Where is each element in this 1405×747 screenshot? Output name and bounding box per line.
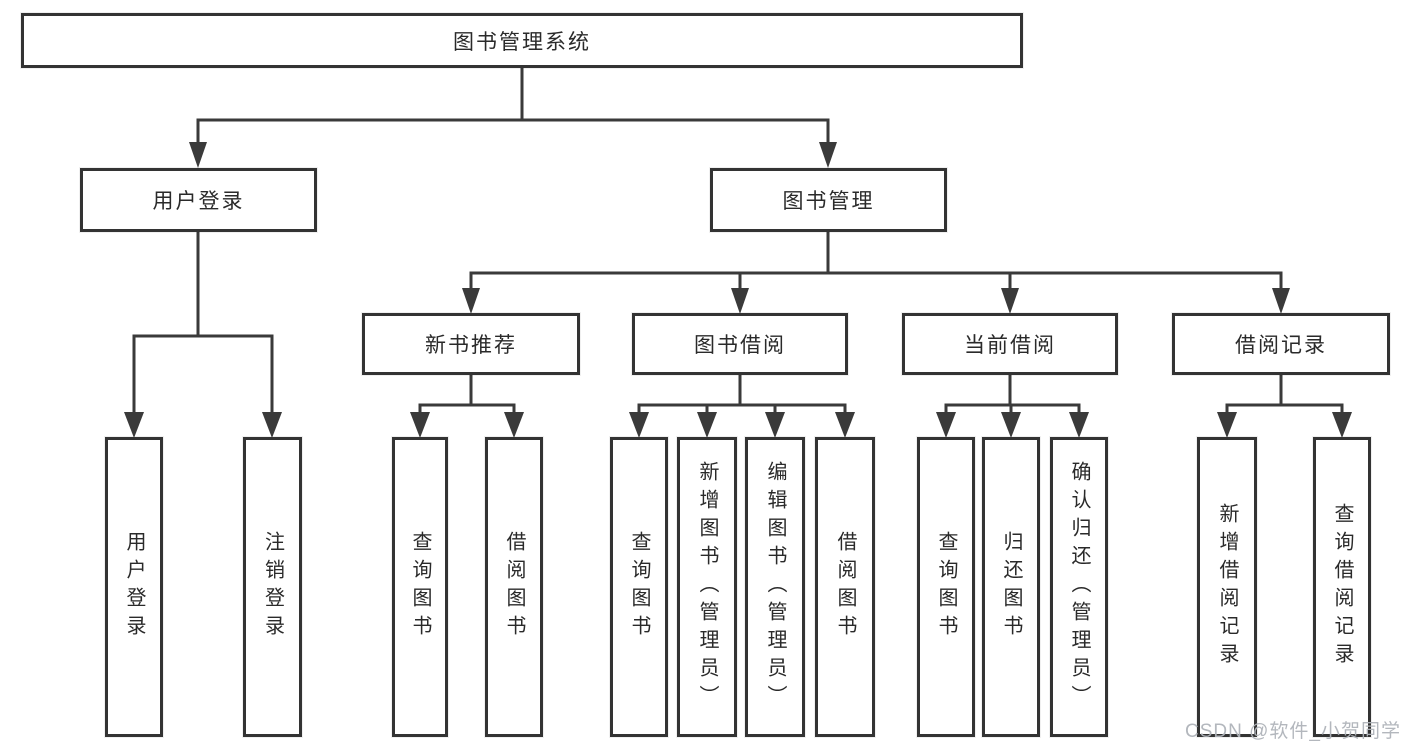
node-user-login-leaf: 用户登录 [105,437,163,737]
node-bb-query-books: 查询图书 [610,437,668,737]
node-cb-confirm-return-admin: 确认归还（管理员） [1050,437,1108,737]
node-current-borrow: 当前借阅 [902,313,1118,375]
connector-borrow-records-to-leaves [1225,373,1344,415]
node-nb-borrow-books: 借阅图书 [485,437,543,737]
node-bb-borrow-books: 借阅图书 [815,437,875,737]
connector-book-management-to-level3 [469,230,1283,291]
node-book-management: 图书管理 [710,168,947,232]
node-logout-leaf: 注销登录 [243,437,302,737]
node-book-borrow: 图书借阅 [632,313,848,375]
node-br-add-record: 新增借阅记录 [1197,437,1257,737]
node-cb-query-books: 查询图书 [917,437,975,737]
node-borrow-records: 借阅记录 [1172,313,1390,375]
node-cb-return-books: 归还图书 [982,437,1040,737]
node-new-book-recommend: 新书推荐 [362,313,580,375]
node-bb-add-books-admin: 新增图书（管理员） [677,437,737,737]
node-br-query-record: 查询借阅记录 [1313,437,1371,737]
node-user-login: 用户登录 [80,168,317,232]
connector-root-to-level2 [196,66,830,146]
connector-current-borrow-to-leaves [944,373,1081,415]
node-bb-edit-books-admin: 编辑图书（管理员） [745,437,805,737]
node-nb-query-books: 查询图书 [392,437,448,737]
connector-book-borrow-to-leaves [637,373,847,415]
connector-new-book-to-leaves [418,373,516,415]
arrowheads [124,142,1352,438]
node-root: 图书管理系统 [21,13,1023,68]
watermark: CSDN @软件_小贺同学 [1185,721,1401,742]
connector-user-login-to-leaves [132,230,274,415]
